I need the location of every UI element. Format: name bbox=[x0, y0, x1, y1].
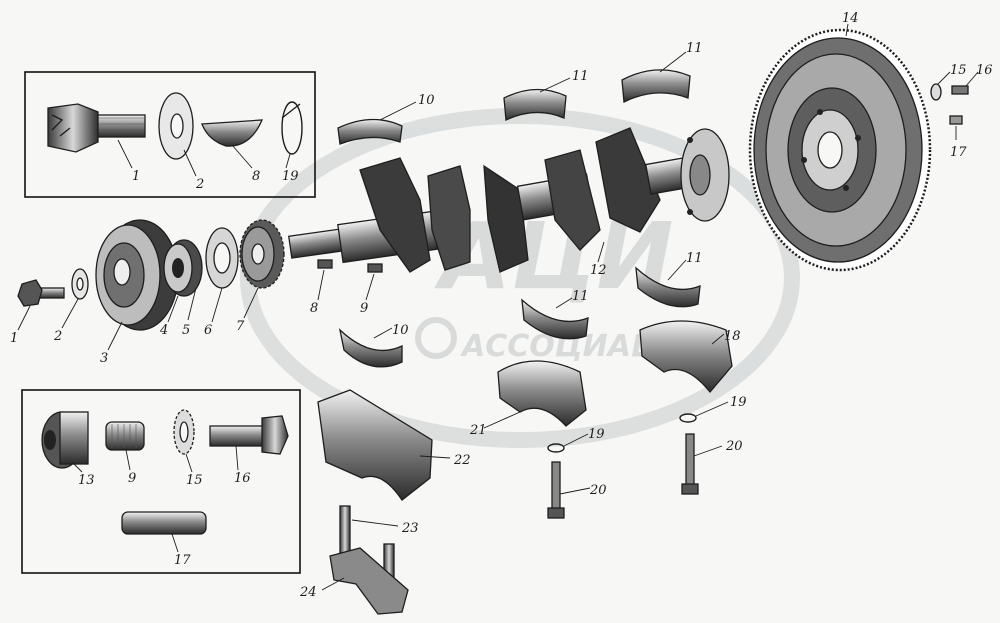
callout-front-2: 2 bbox=[53, 329, 62, 344]
callout-10-upper: 10 bbox=[418, 93, 435, 108]
callout-20b: 20 bbox=[725, 439, 743, 454]
detail-box-2: 13 9 15 16 17 bbox=[21, 389, 301, 574]
callout-front-1: 1 bbox=[10, 331, 18, 346]
callout-16: 16 bbox=[976, 63, 993, 78]
liner-lower-2 bbox=[521, 298, 589, 340]
ring-19b bbox=[679, 413, 697, 423]
callout-11b: 11 bbox=[686, 41, 703, 56]
callout-2: 2 bbox=[195, 177, 204, 192]
dowel-pin bbox=[121, 511, 207, 535]
callout-box-9: 9 bbox=[128, 471, 136, 486]
callout-17: 17 bbox=[950, 145, 967, 160]
cap-18 bbox=[639, 320, 733, 394]
split-ring bbox=[281, 101, 303, 155]
stud-23 bbox=[339, 505, 351, 559]
callout-18: 18 bbox=[724, 329, 741, 344]
callout-front-8: 8 bbox=[310, 301, 318, 316]
threaded-bush bbox=[105, 421, 145, 451]
callout-5: 5 bbox=[182, 323, 190, 338]
detail-box-1: 1 2 8 19 bbox=[24, 71, 316, 198]
callout-19b: 19 bbox=[730, 395, 747, 410]
liner-upper-2 bbox=[503, 88, 567, 121]
callout-22: 22 bbox=[453, 453, 471, 468]
front-end-parts: 1 2 3 4 5 6 7 8 9 bbox=[10, 219, 383, 366]
liner-lower-1 bbox=[338, 328, 403, 368]
liner-upper-1 bbox=[337, 118, 403, 145]
oil-deflector bbox=[205, 227, 239, 289]
callout-24: 24 bbox=[299, 585, 317, 600]
washer bbox=[158, 92, 194, 160]
callout-11a: 11 bbox=[572, 69, 589, 84]
woodruff-key bbox=[201, 119, 264, 147]
flange-nut bbox=[41, 411, 89, 469]
callout-front-9: 9 bbox=[360, 301, 368, 316]
callout-1: 1 bbox=[132, 169, 140, 184]
callout-23: 23 bbox=[401, 521, 419, 536]
callout-8: 8 bbox=[252, 169, 260, 184]
front-bolt bbox=[17, 279, 65, 307]
ratchet-bolt bbox=[47, 103, 146, 153]
callout-3: 3 bbox=[100, 351, 108, 366]
cap-22 bbox=[317, 389, 433, 501]
timing-gear bbox=[239, 219, 285, 289]
callout-7: 7 bbox=[236, 319, 245, 334]
callout-11d: 11 bbox=[572, 289, 589, 304]
callout-box-17: 17 bbox=[174, 553, 191, 568]
ring-19a bbox=[547, 443, 565, 453]
callout-box-15: 15 bbox=[186, 473, 203, 488]
lock-plate-assembly: 23 24 bbox=[299, 505, 419, 615]
washer-15 bbox=[930, 83, 942, 101]
callout-19a: 19 bbox=[588, 427, 605, 442]
bolt-20b bbox=[685, 433, 695, 487]
callout-14: 14 bbox=[842, 11, 859, 26]
hex-bolt bbox=[209, 415, 289, 455]
callout-13: 13 bbox=[78, 473, 95, 488]
callout-11c: 11 bbox=[686, 251, 703, 266]
bolt-16 bbox=[951, 85, 969, 95]
lock-washer bbox=[173, 409, 195, 455]
crankshaft: 12 bbox=[288, 127, 730, 278]
watermark-wheel-icon bbox=[415, 317, 457, 359]
flywheel-fasteners: 15 16 17 bbox=[930, 63, 993, 160]
key-9 bbox=[367, 263, 383, 273]
bearing-caps: 21 18 19 19 20 20 22 bbox=[317, 320, 747, 519]
pin-17 bbox=[949, 115, 963, 125]
callout-20a: 20 bbox=[589, 483, 607, 498]
callout-19: 19 bbox=[282, 169, 299, 184]
key-8 bbox=[317, 259, 333, 269]
liner-upper-3 bbox=[621, 69, 691, 104]
main-bearing-liners: 10 10 11 11 11 11 bbox=[337, 41, 703, 368]
liner-lower-3 bbox=[635, 266, 701, 308]
plate-24 bbox=[329, 547, 409, 615]
bolt-20a bbox=[551, 461, 561, 511]
flywheel: 14 bbox=[748, 11, 932, 272]
callout-box-16: 16 bbox=[234, 471, 251, 486]
callout-21: 21 bbox=[469, 423, 487, 438]
hub bbox=[163, 239, 203, 297]
callout-6: 6 bbox=[204, 323, 212, 338]
cap-21 bbox=[497, 360, 587, 427]
callout-12: 12 bbox=[590, 263, 607, 278]
pulley bbox=[95, 219, 179, 331]
callout-4: 4 bbox=[159, 323, 168, 338]
callout-15: 15 bbox=[950, 63, 967, 78]
callout-10-lower: 10 bbox=[392, 323, 409, 338]
